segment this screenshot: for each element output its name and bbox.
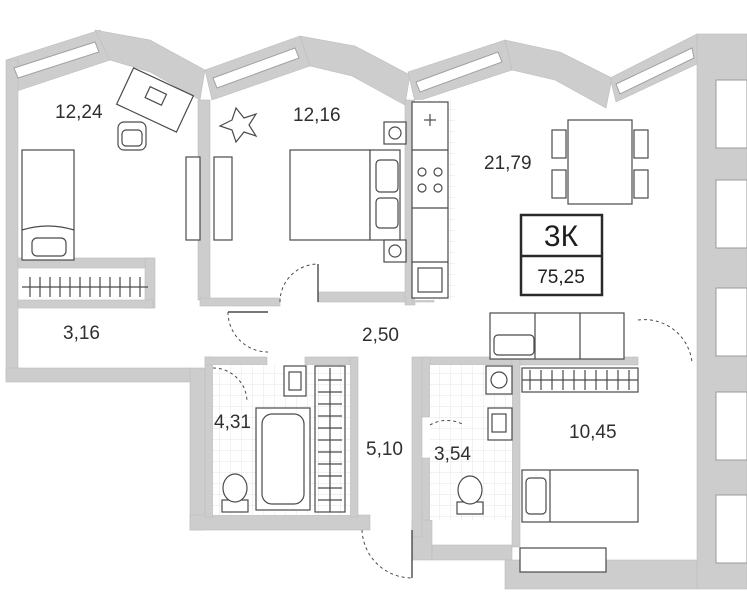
door-leaves bbox=[228, 264, 413, 578]
kitchen-counter bbox=[411, 101, 449, 299]
dresser bbox=[185, 156, 233, 241]
hangers bbox=[29, 277, 630, 501]
plant bbox=[218, 106, 258, 144]
furniture bbox=[21, 67, 649, 573]
dining-table bbox=[551, 119, 649, 205]
bathtub bbox=[255, 407, 311, 511]
sofa bbox=[489, 312, 625, 360]
single-bed-east bbox=[521, 469, 639, 523]
armchair bbox=[117, 121, 147, 151]
single-bed-west bbox=[21, 149, 75, 261]
apartment-total-area: 75,25 bbox=[537, 267, 585, 288]
room-area-label: 10,45 bbox=[569, 422, 617, 443]
apartment-badge: 3К 75,25 bbox=[519, 213, 604, 297]
room-area-label: 2,50 bbox=[362, 325, 399, 346]
room-labels: 12,24 12,16 21,79 3,16 2,50 4,31 5,10 3,… bbox=[55, 102, 617, 465]
desk bbox=[115, 67, 195, 133]
room-area-label: 12,16 bbox=[293, 105, 341, 126]
double-bed bbox=[289, 149, 401, 241]
room-area-label: 3,54 bbox=[434, 444, 471, 465]
apartment-type: 3К bbox=[544, 220, 579, 253]
windows bbox=[715, 79, 747, 564]
room-area-label: 12,24 bbox=[55, 102, 103, 123]
room-area-label: 21,79 bbox=[484, 153, 532, 174]
room-area-label: 4,31 bbox=[214, 412, 251, 433]
washing-machine bbox=[485, 365, 513, 395]
facade-windows bbox=[13, 41, 695, 95]
door-swings bbox=[212, 263, 693, 579]
toilet-bath bbox=[221, 473, 249, 513]
room-area-label: 3,16 bbox=[63, 323, 100, 344]
toilet-wc bbox=[456, 475, 484, 515]
room-area-label: 5,10 bbox=[366, 439, 403, 460]
